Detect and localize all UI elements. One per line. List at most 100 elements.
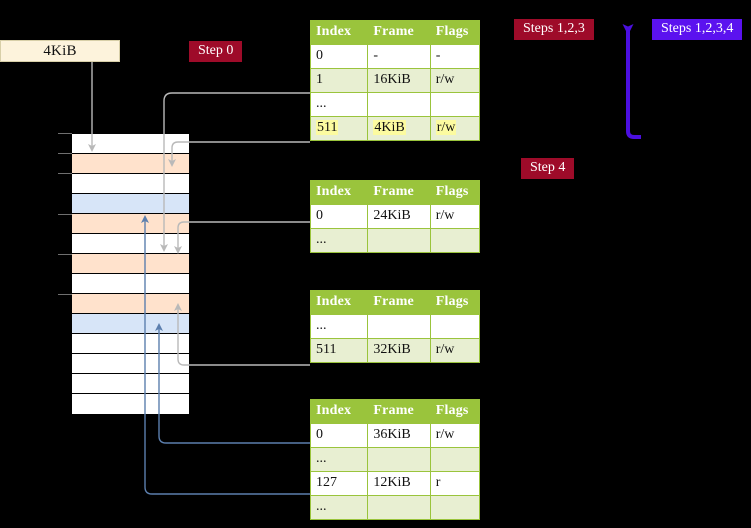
table-cell-flg [429,447,481,472]
table-cell-frm: - [367,44,431,69]
table-row: ... [309,495,481,520]
column-header-index: Index [309,399,369,424]
cell-highlight: 511 [316,120,339,135]
table-cell-frm: 36KiB [367,423,431,448]
table-cell-idx: 511 [309,116,369,141]
table-cell-frm [367,447,431,472]
memory-tick-5 [58,294,72,295]
frame-size-label: 4KiB [0,40,120,62]
table-row: ... [309,314,481,339]
memory-frame-1 [72,154,189,174]
table-row: ... [309,228,481,253]
physical-memory-column [71,133,190,415]
table-cell-frm [367,495,431,520]
cell-highlight: r/w [435,120,457,135]
table-cell-idx: 0 [309,44,369,69]
connector-pt-0 [155,323,310,444]
table-cell-idx: ... [309,447,369,472]
column-header-frame: Frame [367,20,431,45]
table-cell-flg [429,495,481,520]
steps-1234-arrow [622,24,641,139]
table-cell-frm [367,228,431,253]
step-4-badge: Step 4 [521,158,575,179]
memory-tick-2 [58,173,72,174]
table-cell-idx: ... [309,228,369,253]
table-cell-idx: 1 [309,68,369,93]
steps-123-badge-text: Steps 1,2,3 [523,21,585,36]
table-cell-idx: 0 [309,423,369,448]
step-4-badge-text: Step 4 [530,160,566,175]
column-header-flags: Flags [429,399,481,424]
table-cell-flg: r/w [429,68,481,93]
table-cell-frm: 16KiB [367,68,431,93]
connector-pdp-0 [174,221,310,254]
table-cell-flg: r [429,471,481,496]
memory-frame-6 [72,254,189,274]
column-header-index: Index [309,180,369,205]
steps-1234-badge-text: Steps 1,2,3,4 [661,21,734,36]
table-cell-flg: r/w [429,204,481,229]
table-cell-flg: r/w [429,423,481,448]
memory-frame-3 [72,194,189,214]
table-cell-flg: - [429,44,481,69]
column-header-index: Index [309,20,369,45]
steps-123-badge: Steps 1,2,3 [514,19,594,40]
table-cell-idx: ... [309,92,369,117]
table-cell-frm: 32KiB [367,338,431,363]
table-cell-frm: 24KiB [367,204,431,229]
frame-size-label-text: 4KiB [43,42,77,59]
connector-pt-127 [141,215,310,495]
memory-frame-5 [72,234,189,254]
memory-frame-2 [72,174,189,194]
table-row: ... [309,92,481,117]
cell-highlight: 4KiB [373,120,406,135]
memory-frame-7 [72,274,189,294]
memory-tick-4 [58,254,72,255]
table-cell-flg: r/w [429,338,481,363]
table-cell-flg [429,92,481,117]
step-0-badge: Step 0 [189,41,243,62]
table-cell-idx: ... [309,495,369,520]
column-header-frame: Frame [367,290,431,315]
column-header-flags: Flags [429,180,481,205]
steps-1234-badge: Steps 1,2,3,4 [652,19,743,40]
memory-frame-4 [72,214,189,234]
memory-frame-10 [72,334,189,354]
memory-frame-0 [72,134,189,154]
table-row: ... [309,447,481,472]
memory-frame-12 [72,374,189,394]
column-header-frame: Frame [367,180,431,205]
column-header-flags: Flags [429,290,481,315]
table-cell-idx: 127 [309,471,369,496]
table-row: 511 4KiB r/w [309,116,481,141]
connector-pml4-511 [168,141,310,167]
column-header-flags: Flags [429,20,481,45]
table-cell-flg [429,314,481,339]
memory-tick-0 [58,133,72,134]
connector-pml4-1 [160,92,310,252]
table-cell-idx: 511 [309,338,369,363]
table-row: 0-- [309,44,481,69]
table-cell-idx: 0 [309,204,369,229]
step-0-badge-text: Step 0 [198,43,234,58]
table-cell-idx: ... [309,314,369,339]
table-cell-frm: 4KiB [367,116,431,141]
table-cell-frm [367,314,431,339]
table-cell-frm [367,92,431,117]
column-header-frame: Frame [367,399,431,424]
